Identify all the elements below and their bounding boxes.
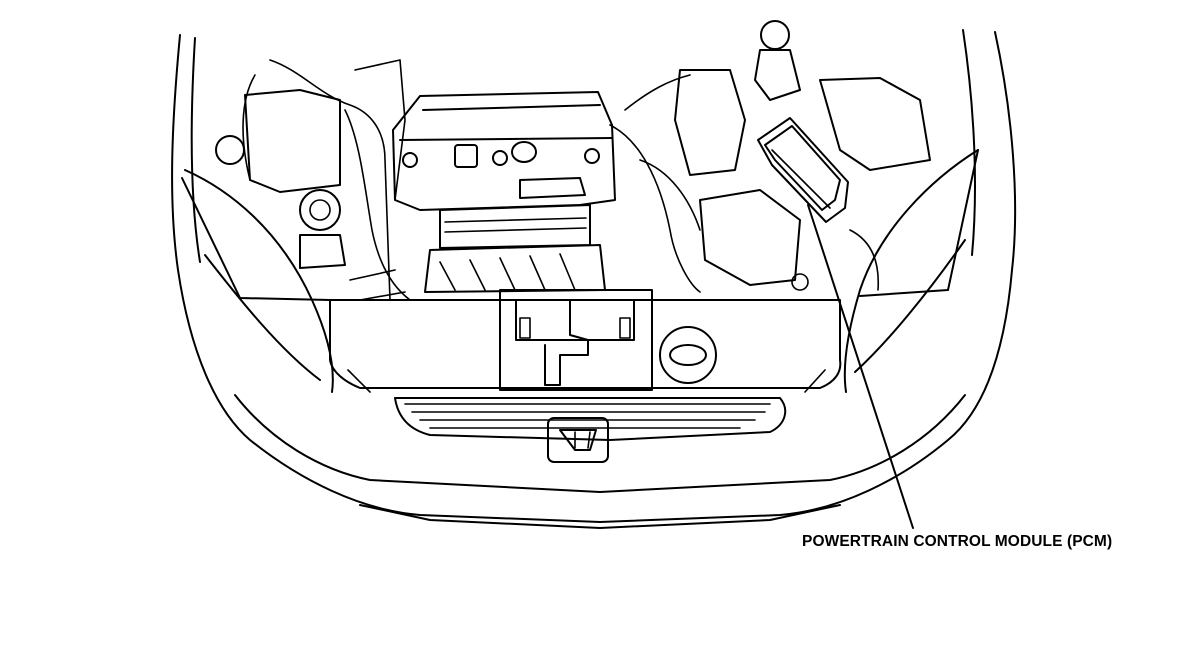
pcm-callout-label: POWERTRAIN CONTROL MODULE (PCM): [802, 533, 1113, 550]
pcm-leader-line: [807, 204, 914, 529]
pcm-unit: [757, 117, 849, 223]
vehicle-body-outline: [171, 29, 1017, 529]
right-components: [609, 20, 931, 293]
left-components: [215, 59, 411, 301]
radiator-support: [329, 289, 842, 393]
front-grille: [394, 397, 787, 463]
engine-assembly: [392, 91, 616, 293]
